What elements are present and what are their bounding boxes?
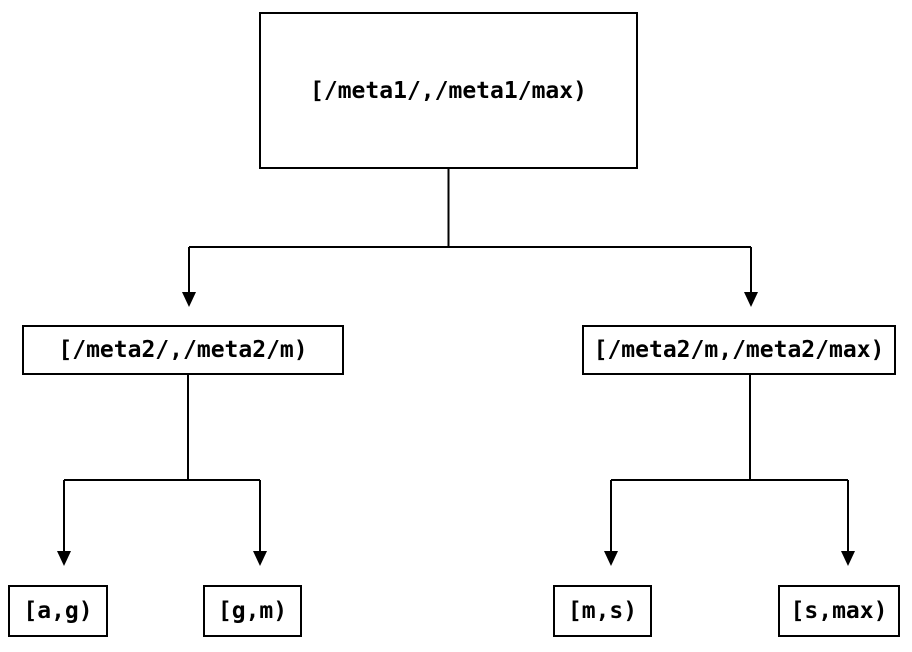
node-leaf-ms: [m,s) (553, 585, 652, 637)
node-leaf-smax: [s,max) (778, 585, 900, 637)
arrow-down-icon (253, 551, 267, 566)
node-leaf-ag-label: [a,g) (23, 598, 93, 624)
edge-midleft-to-leaves (63, 375, 261, 551)
node-child-right: [/meta2/m,/meta2/max) (582, 325, 896, 375)
node-leaf-smax-label: [s,max) (790, 598, 888, 624)
node-child-right-label: [/meta2/m,/meta2/max) (593, 337, 885, 363)
node-child-left-label: [/meta2/,/meta2/m) (58, 337, 308, 363)
node-leaf-gm-label: [g,m) (217, 598, 288, 624)
edge-root-to-children (188, 169, 752, 292)
node-leaf-ag: [a,g) (8, 585, 108, 637)
node-root: [/meta1/,/meta1/max) (259, 12, 638, 169)
arrow-down-icon (182, 292, 196, 307)
node-child-left: [/meta2/,/meta2/m) (22, 325, 344, 375)
arrow-down-icon (744, 292, 758, 307)
node-leaf-gm: [g,m) (203, 585, 302, 637)
node-root-label: [/meta1/,/meta1/max) (310, 77, 587, 104)
node-leaf-ms-label: [m,s) (567, 598, 638, 624)
arrow-down-icon (57, 551, 71, 566)
arrow-down-icon (604, 551, 618, 566)
arrow-down-icon (841, 551, 855, 566)
edge-midright-to-leaves (610, 375, 849, 551)
